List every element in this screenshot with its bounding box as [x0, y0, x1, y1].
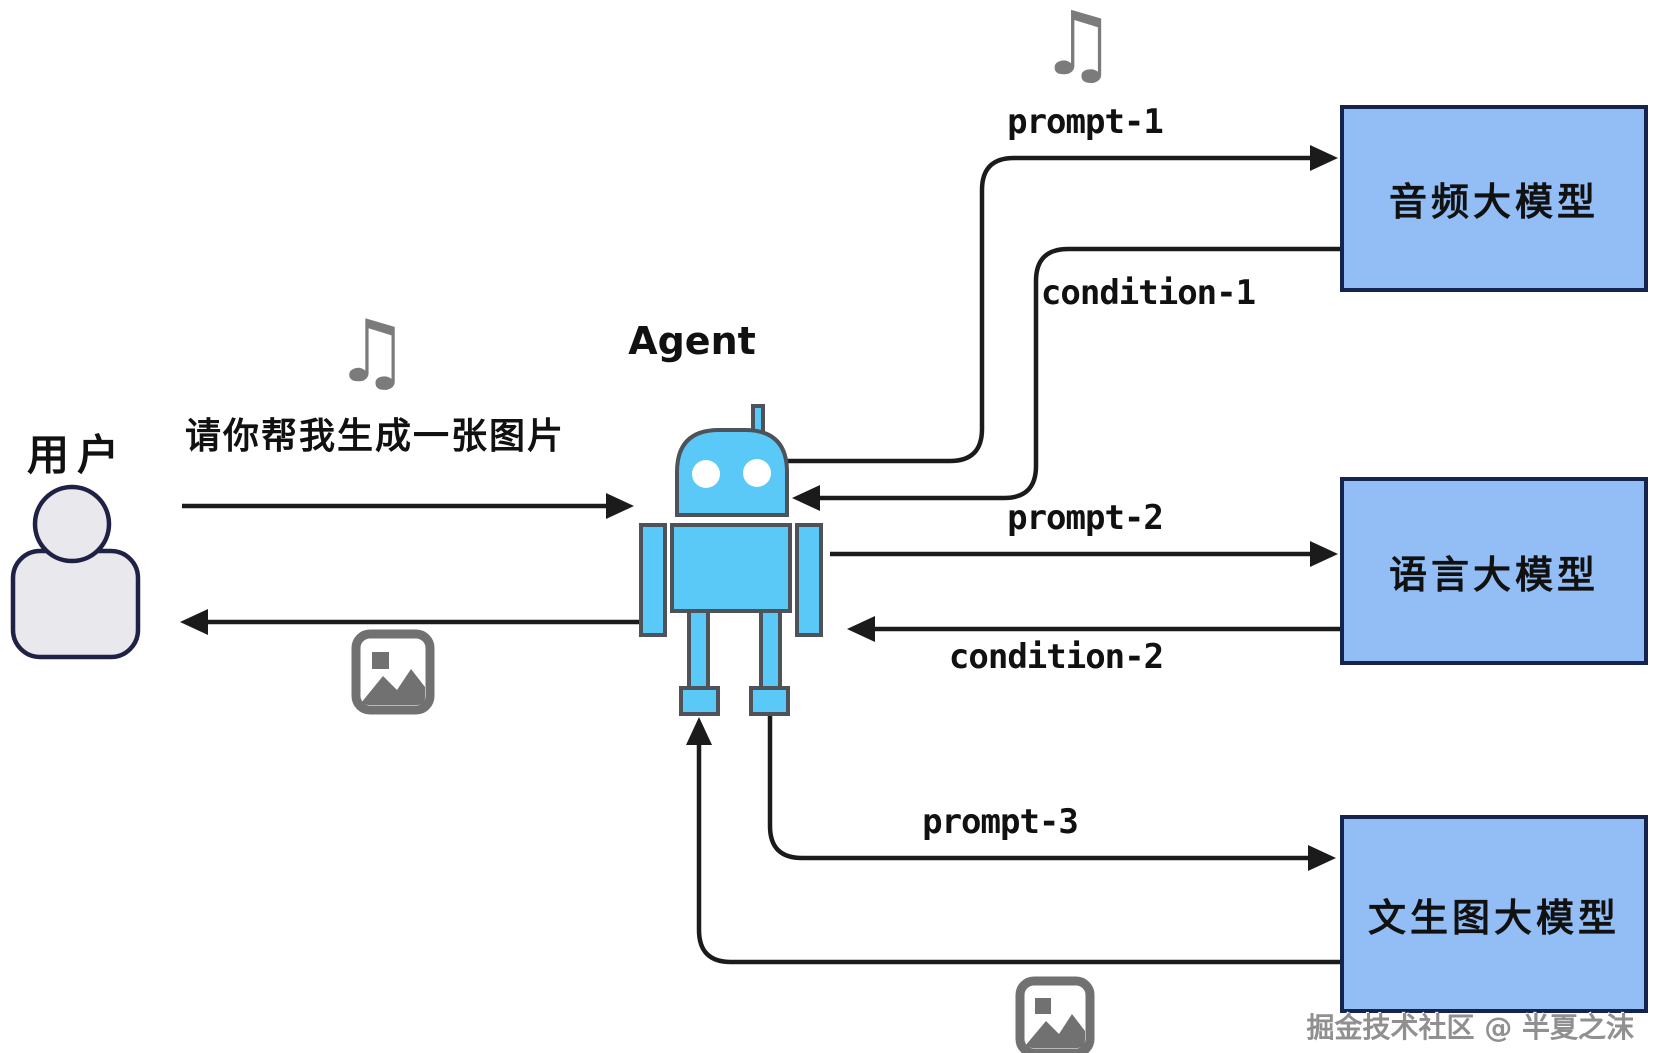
edge-label-prompt-1: prompt-1 [1007, 102, 1164, 142]
robot-torso [670, 523, 792, 613]
edge-label-prompt-3: prompt-3 [922, 802, 1079, 842]
condition-1-arrow [820, 246, 1340, 501]
agent-label: Agent [628, 319, 756, 363]
image-icon-left [351, 629, 435, 715]
robot-left-eye [692, 460, 720, 488]
robot-right-arm [795, 523, 823, 637]
text2image-to-agent-arrow [696, 745, 1340, 965]
edge-label-condition-2: condition-2 [948, 637, 1164, 677]
arrow-heads [180, 145, 1338, 871]
robot-left-leg [687, 606, 710, 692]
model-box-audio: 音频大模型 [1340, 105, 1648, 292]
music-note-icon-top: ♫ [1038, 0, 1118, 95]
user-head [32, 484, 112, 564]
robot-left-arm [639, 523, 667, 637]
user-label: 用户 [26, 430, 128, 480]
prompt-3-arrow [767, 714, 1308, 861]
model-box-language: 语言大模型 [1340, 477, 1648, 665]
model-box-text2image: 文生图大模型 [1340, 815, 1648, 1013]
user-message-text: 请你帮我生成一张图片 [184, 416, 566, 457]
robot-right-foot [749, 686, 790, 716]
arrows [182, 155, 1340, 965]
model-label-audio: 音频大模型 [1388, 180, 1599, 224]
robot-left-foot [679, 686, 720, 716]
user-icon [10, 484, 141, 660]
model-label-language: 语言大模型 [1388, 552, 1599, 597]
robot-head [675, 428, 789, 517]
image-icon-bottom [1015, 976, 1095, 1053]
agent-robot-icon [639, 404, 823, 716]
edge-label-condition-1: condition-1 [1040, 273, 1256, 313]
prompt-1-arrow [787, 155, 1310, 464]
watermark-text: 掘金技术社区 @ 半夏之沫 [1306, 1011, 1635, 1044]
music-note-icon-left: ♫ [333, 302, 411, 402]
robot-right-leg [759, 606, 782, 692]
model-label-text2image: 文生图大模型 [1367, 895, 1620, 940]
robot-right-eye [743, 459, 771, 487]
edge-label-prompt-2: prompt-2 [1007, 498, 1164, 538]
user-body [10, 548, 141, 660]
